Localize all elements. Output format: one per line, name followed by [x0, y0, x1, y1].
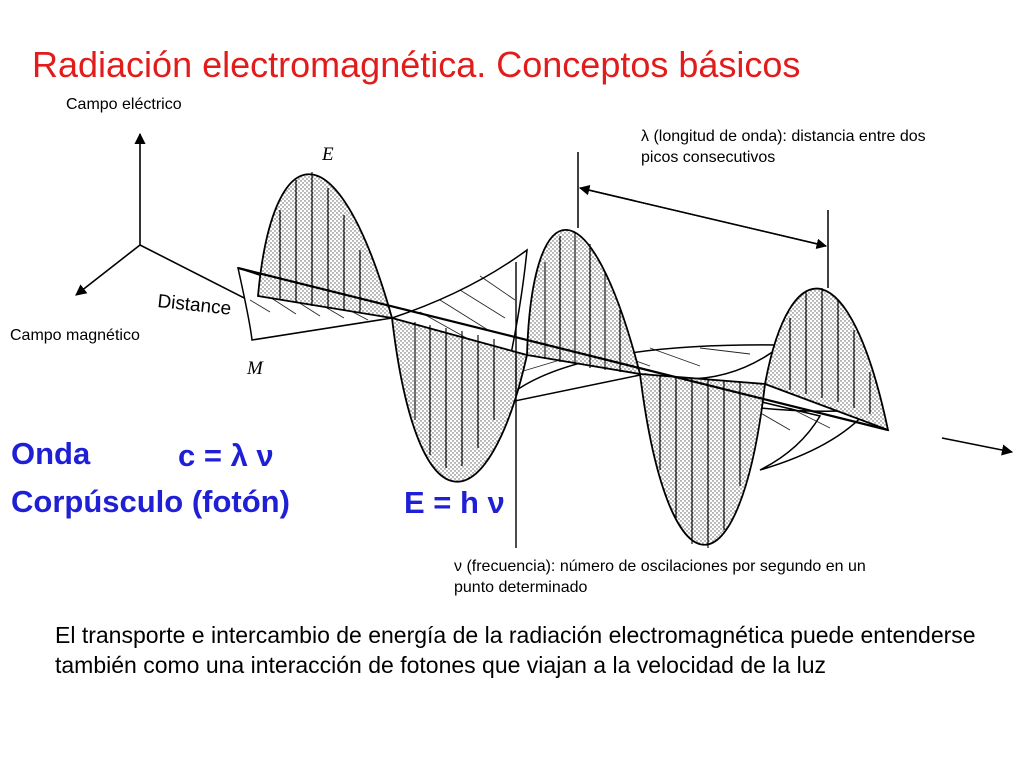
depth-axis: [76, 245, 140, 295]
electric-lobe-4: [640, 374, 765, 545]
electric-field-letter: E: [321, 144, 334, 165]
particle-label: Corpúsculo (fotón): [11, 484, 290, 520]
distance-label: Distance: [156, 291, 232, 320]
electric-field-wave: [258, 174, 888, 545]
electric-lobe-3: [527, 230, 640, 374]
wavelength-marker: [578, 152, 828, 288]
magnetic-field-letter: M: [246, 358, 264, 379]
propagation-arrow: [942, 438, 1012, 452]
wave-equation: c = λ ν: [178, 438, 274, 474]
photon-energy-equation: E = h ν: [404, 485, 505, 521]
wave-label: Onda: [11, 436, 90, 472]
explanation-paragraph: El transporte e intercambio de energía d…: [55, 620, 985, 680]
coordinate-axes: [76, 134, 258, 305]
electric-lobe-1: [258, 174, 392, 318]
